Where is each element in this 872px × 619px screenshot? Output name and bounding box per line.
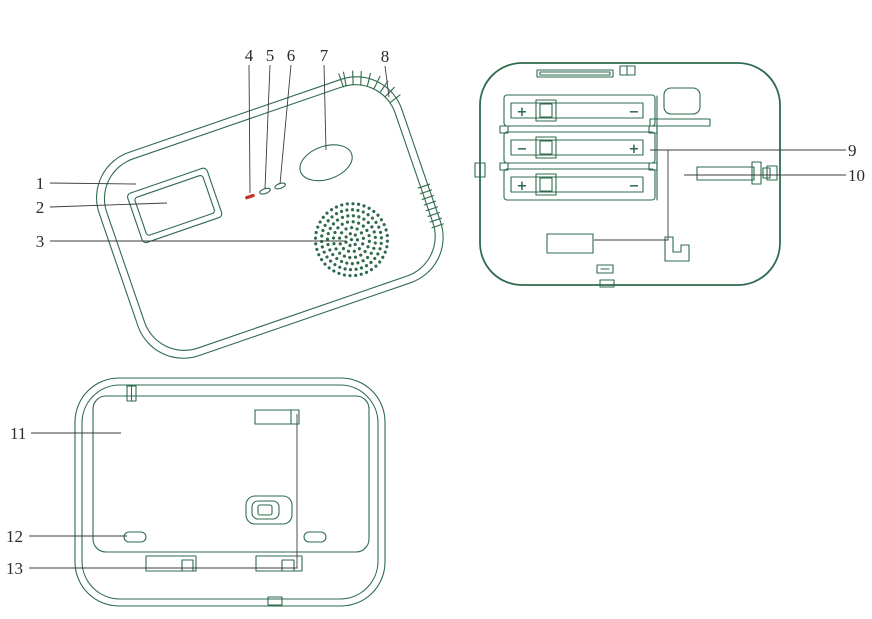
case-tab-right <box>766 165 778 181</box>
callout-label-5: 5 <box>266 46 275 65</box>
callout-11: 11 <box>10 424 121 443</box>
top-latch <box>619 65 636 76</box>
callout-label-1: 1 <box>36 174 45 193</box>
back-outer-shell <box>74 377 386 607</box>
battery-door-latch <box>254 409 300 425</box>
callout-label-4: 4 <box>245 46 254 65</box>
display-window <box>127 167 223 244</box>
front-inner-shell <box>103 84 436 351</box>
battery-cell-3: + − <box>503 168 656 201</box>
callout-label-6: 6 <box>287 46 296 65</box>
sounder-slot <box>536 69 614 78</box>
vents-side-icon <box>417 183 444 229</box>
callout-label-3: 3 <box>36 232 45 251</box>
callout-label-9: 9 <box>848 141 857 160</box>
test-button <box>299 144 353 182</box>
battery-3-left-polarity: + <box>517 179 528 194</box>
callout-label-10: 10 <box>848 166 865 185</box>
callout-2: 2 <box>36 198 168 217</box>
back-view <box>74 377 386 607</box>
alarm-led-red <box>245 193 255 200</box>
status-led-3 <box>274 182 286 190</box>
battery-2-right-polarity: + <box>629 142 640 157</box>
callout-label-11: 11 <box>10 424 26 443</box>
bottom-slot-1 <box>145 555 197 572</box>
status-led-2 <box>259 187 271 195</box>
callout-5: 5 <box>264 46 275 190</box>
callouts: 1 2 3 4 5 6 7 8 <box>6 46 865 578</box>
battery-cell-1: + − <box>503 94 656 127</box>
bottom-slot-2 <box>255 555 303 572</box>
callout-3: 3 <box>36 232 346 251</box>
mounting-hole-right <box>303 531 327 543</box>
callout-label-2: 2 <box>36 198 45 217</box>
top-clip <box>126 385 137 402</box>
battery-1-left-polarity: + <box>517 105 528 120</box>
callout-9: 9 <box>594 141 857 241</box>
cell-divider-tabs <box>499 125 658 171</box>
callout-label-12: 12 <box>6 527 23 546</box>
mounting-plate <box>92 395 370 553</box>
slide-rail <box>649 118 711 127</box>
battery-interlock-switch <box>696 161 771 185</box>
callout-label-13: 13 <box>6 559 23 578</box>
callout-7: 7 <box>320 46 329 151</box>
battery-2-left-polarity: − <box>517 142 528 157</box>
case-tab-left <box>474 162 486 178</box>
battery-view-shell <box>479 62 781 286</box>
battery-compartment-view: + − − + + − <box>474 62 781 288</box>
battery-cell-2: − + <box>503 131 656 164</box>
mounting-hook <box>664 236 690 262</box>
sensor-housing <box>663 87 701 115</box>
front-outer-shell <box>96 76 444 359</box>
back-inner-shell <box>81 384 379 600</box>
battery-1-right-polarity: − <box>629 105 640 120</box>
callout-label-7: 7 <box>320 46 329 65</box>
mounting-hole-left <box>123 531 147 543</box>
callout-4: 4 <box>245 46 254 194</box>
callout-6: 6 <box>279 46 296 185</box>
vents-top-icon <box>338 70 401 104</box>
callout-13: 13 <box>6 414 298 578</box>
keyhole-slot <box>245 495 293 525</box>
battery-3-right-polarity: − <box>629 179 640 194</box>
bottom-latch <box>596 264 615 288</box>
label-recess <box>546 233 594 254</box>
callout-12: 12 <box>6 527 127 546</box>
callout-1: 1 <box>36 174 137 193</box>
bottom-tab <box>267 596 283 606</box>
device-front-view <box>96 70 444 359</box>
callout-10: 10 <box>684 166 865 185</box>
speaker-grille <box>313 202 390 278</box>
callout-label-8: 8 <box>381 47 390 66</box>
callout-8: 8 <box>381 47 390 98</box>
